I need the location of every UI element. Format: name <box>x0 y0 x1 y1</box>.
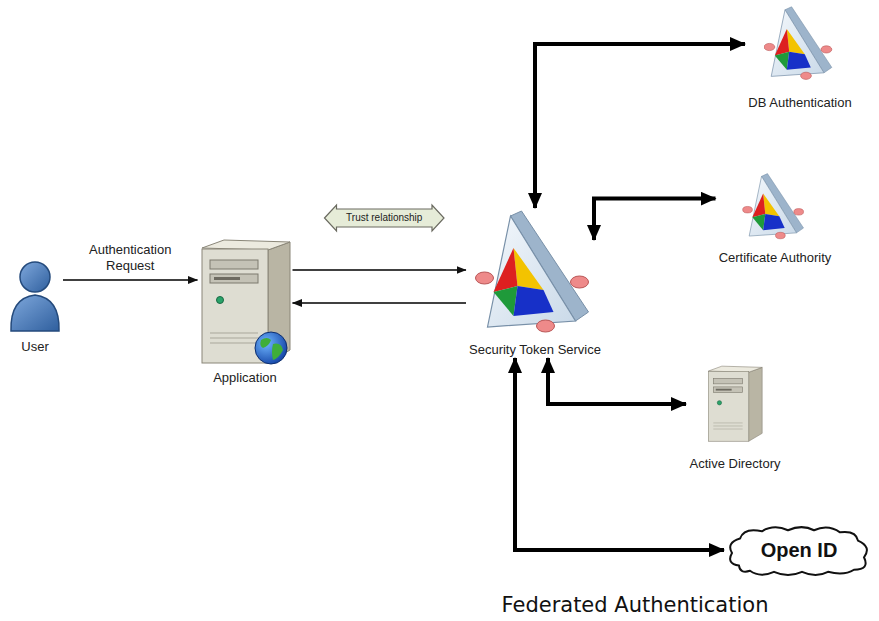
auth-service: DB Authentication <box>745 5 855 111</box>
node-label: Application <box>198 370 293 386</box>
user-icon-graphic <box>7 258 63 333</box>
globe-icon <box>255 332 287 364</box>
node-label: Certificate Authority <box>716 250 835 266</box>
directory-server-graphic <box>706 358 764 450</box>
icon-shape <box>764 7 832 80</box>
node-label: Active Directory <box>686 456 784 472</box>
node-label: DB Authentication <box>745 95 855 111</box>
trust-arrow <box>325 205 445 231</box>
federation-connector <box>594 199 716 240</box>
token-service-graphic <box>473 208 598 338</box>
request-arrow <box>293 269 467 270</box>
request-arrow <box>63 279 198 280</box>
node-label: Open ID <box>761 539 838 562</box>
federation-connector <box>535 44 745 208</box>
icon-shape <box>743 174 804 239</box>
node-label: Security Token Service <box>466 342 604 358</box>
cloud-shape <box>730 527 867 575</box>
node-label: User <box>7 339 63 355</box>
directory-server: Active Directory <box>686 358 784 472</box>
application-server-graphic <box>198 238 293 366</box>
application-server: Application <box>198 238 293 386</box>
auth-service-graphic <box>764 5 836 83</box>
auth-service-graphic <box>740 172 810 242</box>
icon-shape <box>708 366 762 441</box>
cloud-node: Open ID <box>724 524 874 576</box>
edge-label: Authentication Request <box>71 242 189 274</box>
federation-connector <box>515 358 724 550</box>
icon-shape <box>202 240 290 363</box>
request-arrow <box>293 302 467 303</box>
icon-shape <box>475 211 588 332</box>
diagram-caption: Federated Authentication <box>502 593 769 617</box>
edge-label: Trust relationship <box>346 212 422 224</box>
token-service: Security Token Service <box>466 208 604 358</box>
user-icon: User <box>7 258 63 355</box>
icon-shape <box>11 262 59 331</box>
auth-service: Certificate Authority <box>716 172 835 266</box>
federation-connector <box>548 358 686 404</box>
